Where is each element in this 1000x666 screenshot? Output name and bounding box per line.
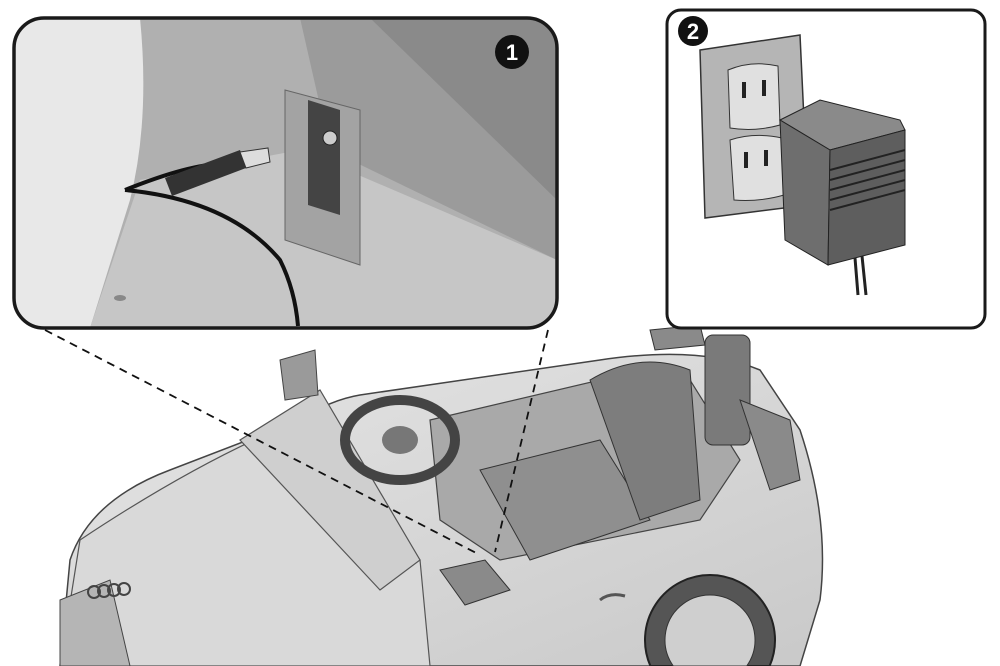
side-mirror-left [279, 349, 319, 401]
step-2-badge [678, 16, 708, 46]
door-handle [599, 593, 626, 602]
rear-spoiler [739, 399, 801, 491]
adapter-cord [853, 255, 868, 296]
wall-outlet [699, 34, 809, 219]
step-2-panel: 2 [665, 8, 987, 330]
screw-hole [114, 295, 126, 301]
steering-wheel [340, 395, 460, 485]
windshield-frame [239, 389, 421, 591]
audi-logo [87, 582, 131, 599]
roll-bar [704, 334, 751, 446]
seat-base [479, 439, 651, 561]
ac-adapter [778, 99, 906, 296]
side-mirror-right [439, 559, 511, 606]
charging-port [308, 100, 340, 215]
step-2-number: 2 [687, 19, 699, 44]
step-1-number: 1 [506, 40, 518, 65]
ride-on-car [59, 324, 824, 666]
leader-line-left [44, 329, 481, 556]
leader-line-right [494, 329, 549, 553]
seat-back [589, 361, 701, 521]
step-1-panel: 1 [12, 16, 559, 330]
step-1-badge [495, 35, 529, 69]
rear-wheel-rim [664, 594, 756, 666]
step-1-frame [12, 16, 559, 330]
dc-plug [165, 150, 246, 196]
